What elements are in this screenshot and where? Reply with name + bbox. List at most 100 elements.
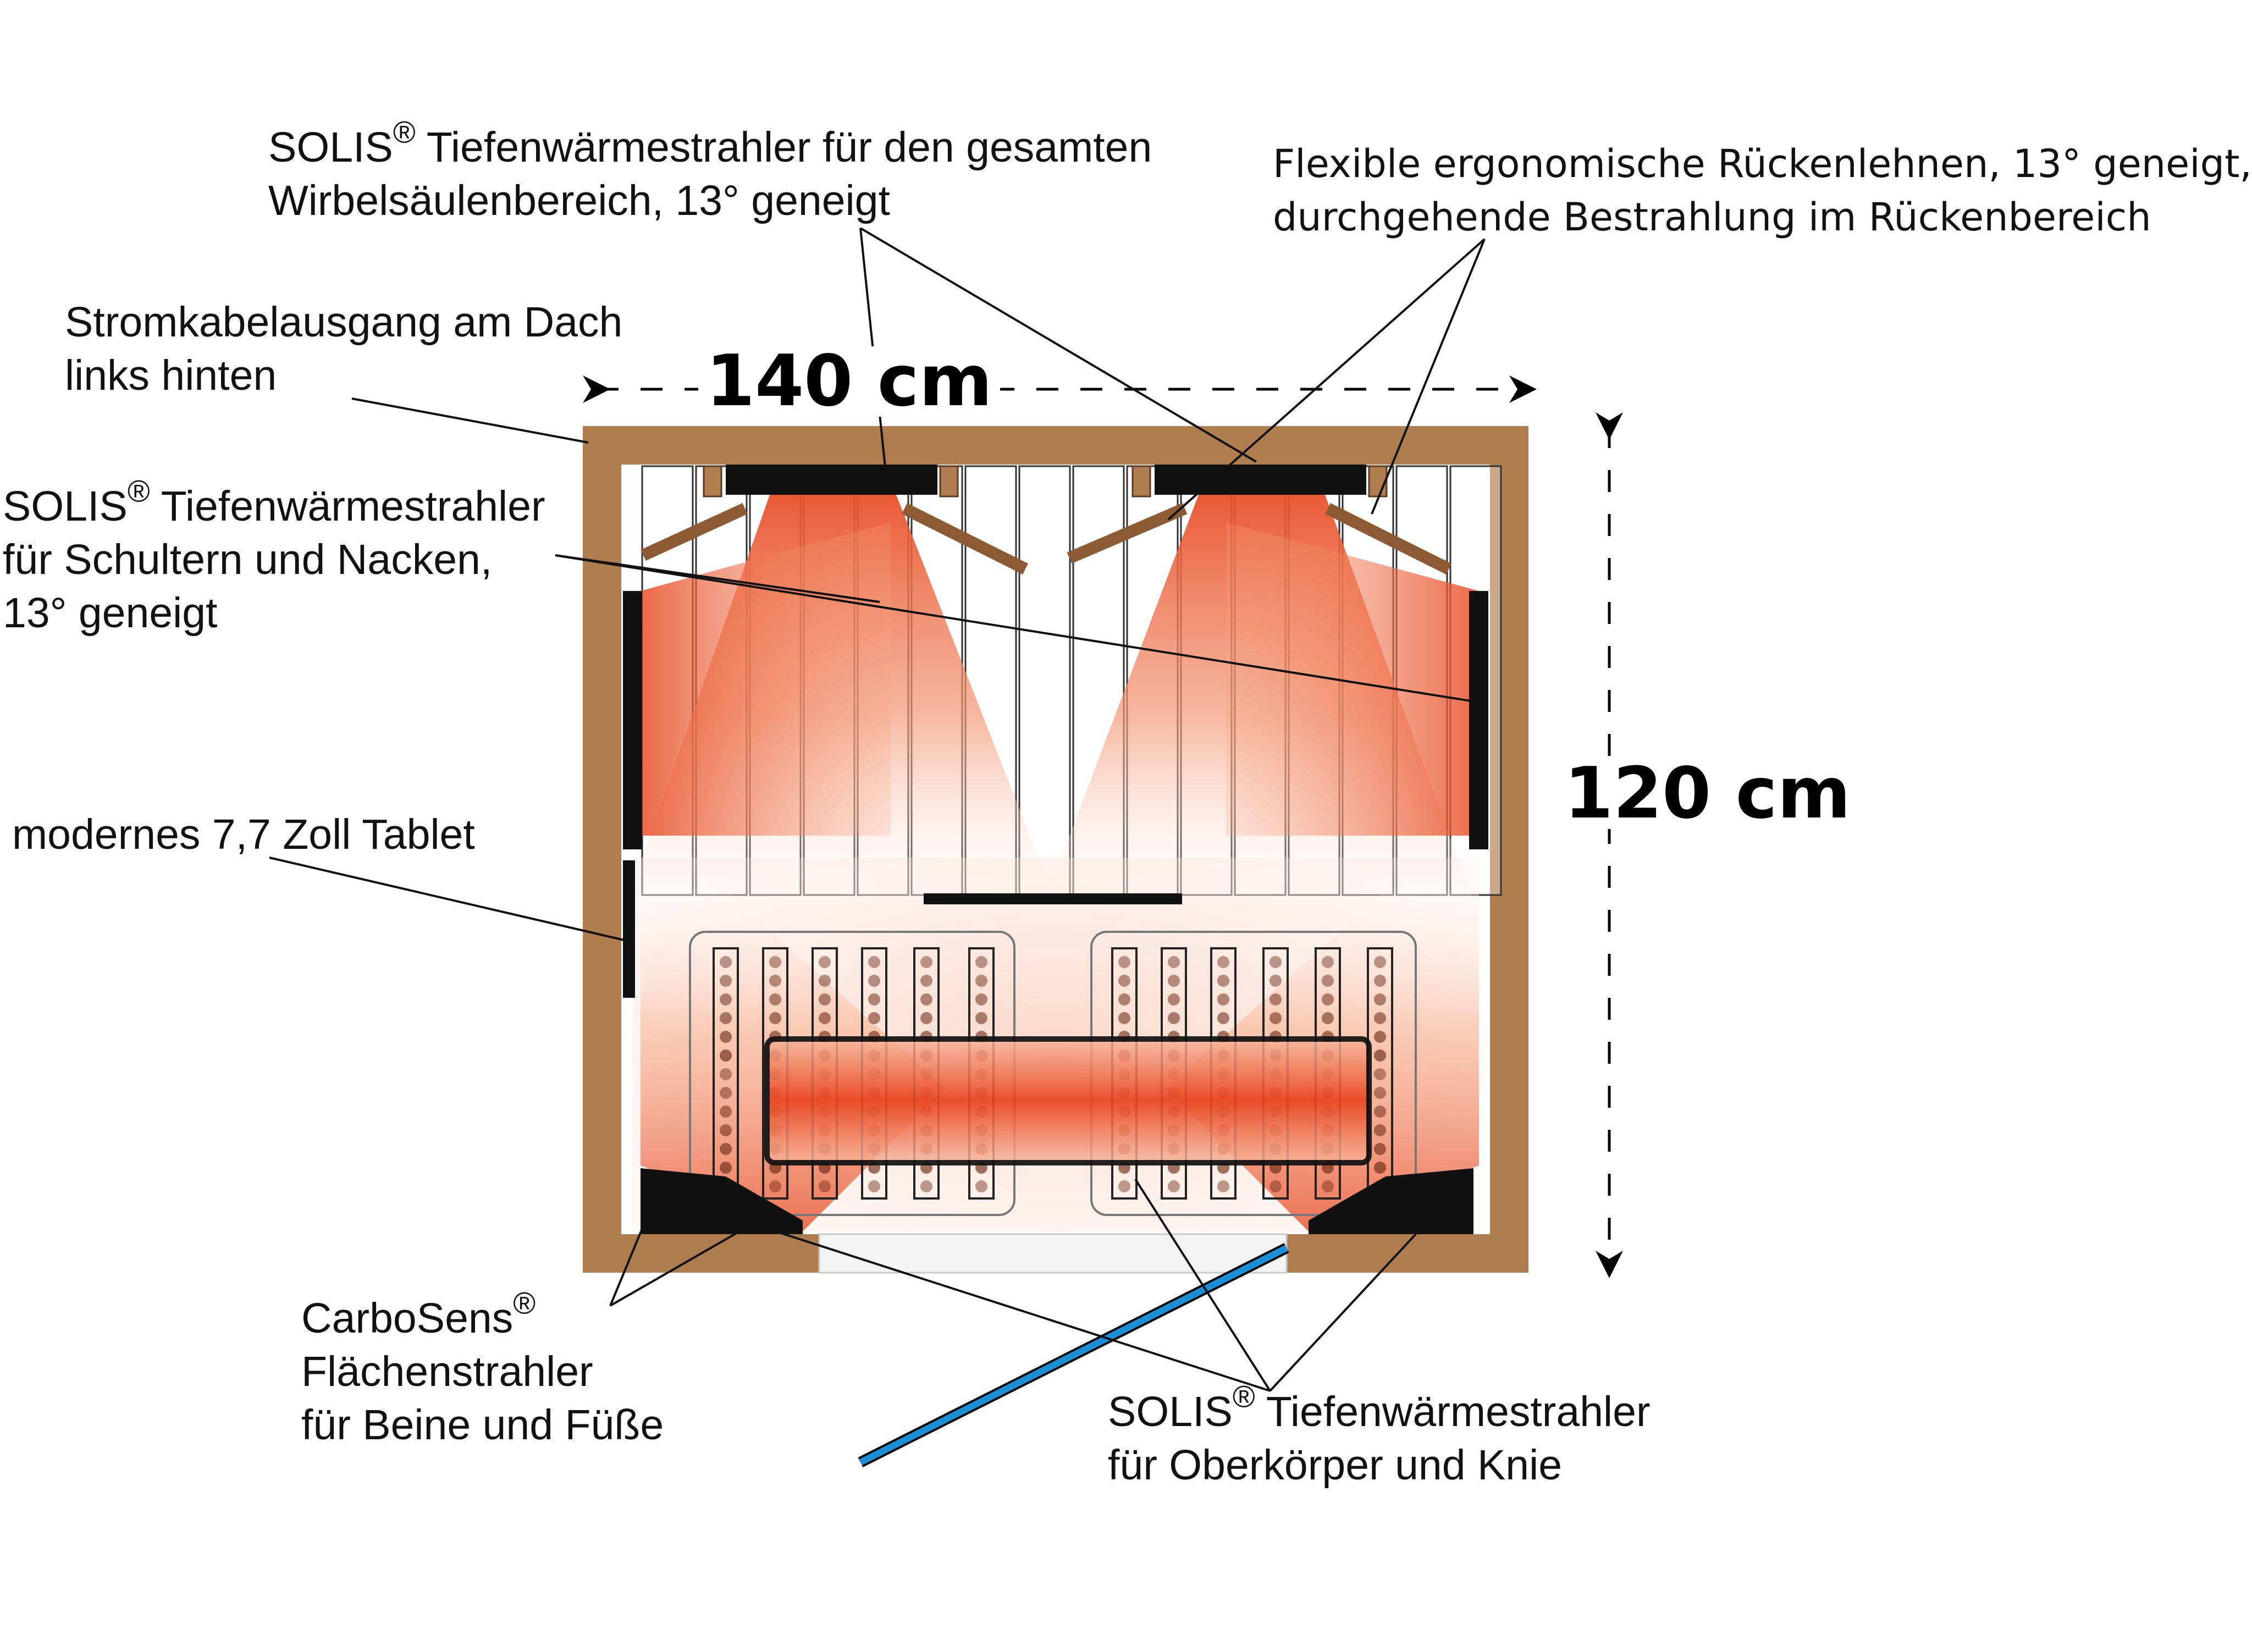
mat-dot	[1168, 956, 1180, 968]
tilted-backrests	[641, 502, 1451, 574]
mat-dot	[1168, 1180, 1180, 1192]
mat-dot	[1374, 1143, 1386, 1155]
mat-dot	[720, 1012, 732, 1024]
mat-dot	[1374, 1031, 1386, 1043]
shoulder-emitter-right	[1469, 591, 1488, 849]
solis-brand: SOLIS	[268, 124, 393, 171]
mat-dot	[1269, 975, 1282, 987]
mat-dot	[1168, 1012, 1180, 1024]
mat-dot	[720, 975, 732, 987]
mat-dot	[1374, 1106, 1386, 1118]
mat-dot	[769, 975, 781, 987]
door-opening	[818, 1233, 1288, 1274]
mat-dot	[720, 1162, 732, 1174]
mat-dot	[1217, 1012, 1229, 1024]
mat-dot	[720, 993, 732, 1005]
mat-dot	[1168, 975, 1180, 987]
label-solis-knees: SOLIS® Tiefenwärmestrahler für Oberkörpe…	[1108, 1379, 1651, 1489]
mat-dot	[1269, 1012, 1282, 1024]
mat-dot	[720, 1049, 732, 1062]
mat-dot	[720, 956, 732, 968]
knee-heater-bar	[764, 1036, 1372, 1165]
spine-emitter-right	[1155, 465, 1366, 495]
mat-dot	[769, 993, 781, 1005]
registered-mark: ®	[1232, 1379, 1255, 1414]
mat-dot	[1374, 993, 1386, 1005]
leader-lines	[269, 227, 1486, 1392]
mat-dot	[819, 1012, 831, 1024]
carbosens-panel-right	[1309, 1168, 1473, 1234]
floor-marker-line-fill	[859, 1245, 1288, 1466]
mat-dot	[720, 1124, 732, 1136]
mat-dot	[1374, 1162, 1386, 1174]
mat-dot	[1118, 1012, 1130, 1024]
mat-dot	[1269, 956, 1282, 968]
mat-dot	[1374, 1012, 1386, 1024]
mat-dot	[868, 956, 880, 968]
spine-emitter-left	[726, 465, 937, 495]
mat-dot	[975, 1180, 987, 1192]
mat-dot	[1322, 1012, 1334, 1024]
mat-dot	[975, 1012, 987, 1024]
mat-dot	[720, 1087, 732, 1099]
depth-dimension-label: 120 cm	[1559, 759, 1856, 829]
mat-dot	[1217, 1180, 1229, 1192]
mat-dot	[1118, 975, 1130, 987]
heat-beam-shoulder-left	[641, 522, 891, 836]
solis-brand: SOLIS	[1108, 1388, 1233, 1435]
label-solis-shoulders: SOLIS® Tiefenwärmestrahler für Schultern…	[3, 474, 545, 637]
mat-dot	[1269, 993, 1282, 1005]
mat-dot	[720, 1143, 732, 1155]
mat-dot	[1118, 956, 1130, 968]
shoulder-emitter-left	[623, 591, 642, 849]
mat-dot	[1118, 1180, 1130, 1192]
mat-dot	[819, 1180, 831, 1192]
mat-dot	[1217, 956, 1229, 968]
mat-dot	[819, 975, 831, 987]
center-shelf	[924, 893, 1182, 904]
label-cable-exit: Stromkabelausgang am Dach links hinten	[65, 299, 623, 399]
mat-dot	[868, 975, 880, 987]
mat-dot	[1374, 1068, 1386, 1080]
carbosens-panel-left	[641, 1168, 803, 1234]
mat-dot	[1322, 1180, 1334, 1192]
mat-dot	[1374, 1049, 1386, 1062]
mat-dot	[1217, 993, 1229, 1005]
mat-dot	[819, 993, 831, 1005]
mat-dot	[819, 956, 831, 968]
solis-brand: SOLIS	[3, 483, 128, 530]
mat-dot	[769, 956, 781, 968]
carbosens-brand: CarboSens	[301, 1295, 514, 1342]
mat-dot	[920, 993, 932, 1005]
mat-dot	[1322, 956, 1334, 968]
label-carbosens: CarboSens® Flächenstrahler für Beine und…	[301, 1286, 664, 1449]
mat-dot	[975, 993, 987, 1005]
mat-dot	[868, 993, 880, 1005]
width-dimension-label: 140 cm	[698, 346, 1000, 417]
label-solis-spine: SOLIS® Tiefenwärmestrahler für den gesam…	[268, 115, 1152, 224]
mat-dot	[769, 1180, 781, 1192]
label-tablet: modernes 7,7 Zoll Tablet	[12, 811, 475, 858]
registered-mark: ®	[393, 115, 416, 150]
mat-dot	[975, 956, 987, 968]
mat-dot	[868, 1012, 880, 1024]
heat-beam-shoulder-right	[1226, 522, 1479, 836]
mat-dot	[1374, 975, 1386, 987]
mat-dot	[1374, 1087, 1386, 1099]
mat-dot	[1322, 993, 1334, 1005]
sauna-cabin-drawing	[269, 227, 1623, 1467]
mat-dot	[920, 1180, 932, 1192]
mat-dot	[720, 1106, 732, 1118]
mat-dot	[920, 1012, 932, 1024]
registered-mark: ®	[127, 474, 150, 509]
mat-dot	[769, 1012, 781, 1024]
mat-dot	[1322, 975, 1334, 987]
mat-dot	[1168, 993, 1180, 1005]
mat-dot	[868, 1180, 880, 1192]
mat-dot	[920, 975, 932, 987]
label-backrests: Flexible ergonomische Rückenlehnen, 13° …	[1273, 141, 2252, 240]
mat-dot	[1374, 1124, 1386, 1136]
mat-dot	[720, 1031, 732, 1043]
tablet	[623, 860, 635, 998]
emitter-brackets	[703, 465, 1388, 498]
